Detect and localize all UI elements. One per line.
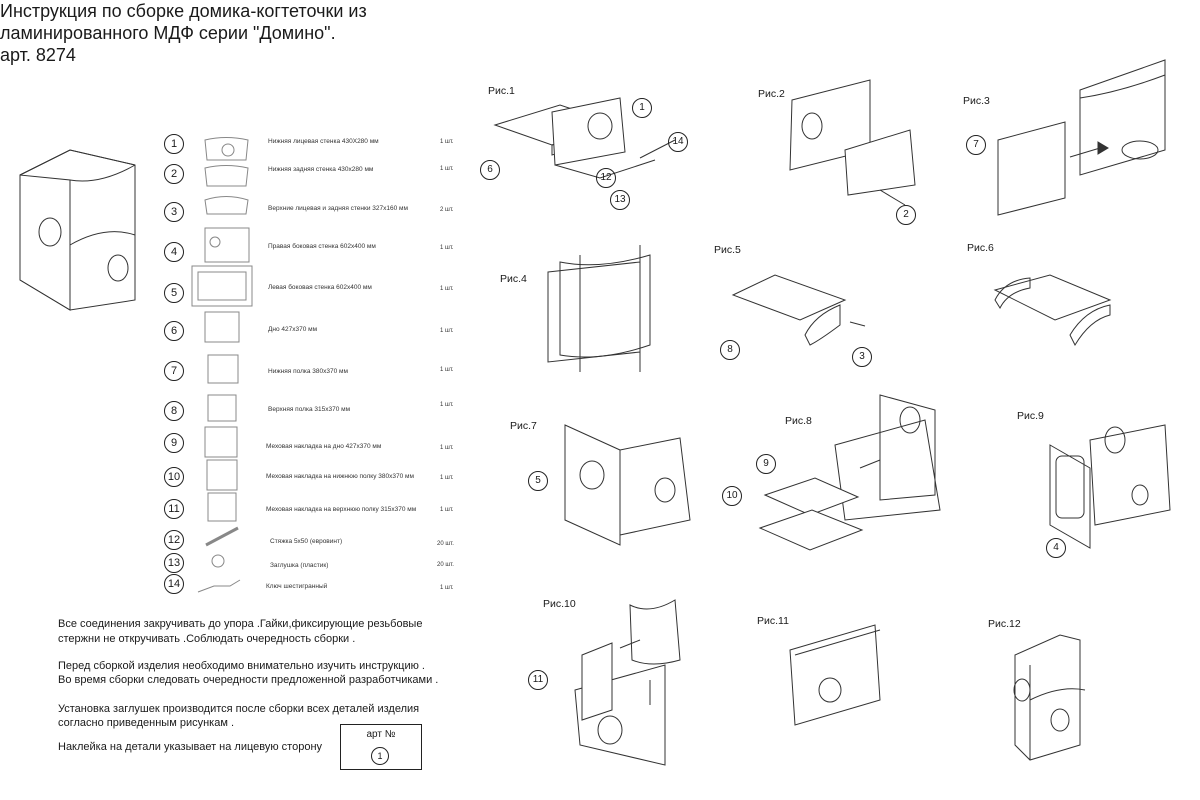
part-description: Меховая накладка на верхнюю полку 315х37… bbox=[266, 506, 417, 513]
part-description: Меховая накладка на нижнюю полку 380х370… bbox=[266, 473, 414, 480]
part-description: Дно 427х370 мм bbox=[268, 326, 318, 333]
part-quantity: 2 шт. bbox=[440, 207, 454, 213]
callout-9: 9 bbox=[756, 454, 776, 474]
callout-5: 5 bbox=[528, 471, 548, 491]
title-line-1: Инструкция по сборке домика-когтеточки и… bbox=[0, 1, 367, 21]
part-number: 14 bbox=[164, 574, 184, 594]
callout-11: 11 bbox=[528, 670, 548, 690]
article-label: арт № bbox=[366, 729, 396, 740]
part-quantity: 1 шт. bbox=[440, 166, 454, 172]
fig5-label: Рис.5 bbox=[714, 244, 741, 256]
callout-2: 2 bbox=[896, 205, 916, 225]
fig3-drawing bbox=[997, 59, 1166, 216]
callout-10: 10 bbox=[722, 486, 742, 506]
fig7-drawing bbox=[564, 424, 691, 546]
part-description: Стяжка 5х50 (евровинт) bbox=[270, 538, 343, 545]
callout-14: 14 bbox=[668, 132, 688, 152]
part-number: 11 bbox=[164, 499, 184, 519]
fig7-label: Рис.7 bbox=[510, 420, 537, 432]
fig11-label: Рис.11 bbox=[757, 615, 789, 627]
note-3-line-1: Установка заглушек производится после сб… bbox=[58, 703, 420, 715]
fig8-label: Рис.8 bbox=[785, 415, 812, 427]
fig1-drawing bbox=[493, 97, 676, 179]
part-number: 13 bbox=[164, 553, 184, 573]
part-number: 5 bbox=[164, 283, 184, 303]
part-description: Ключ шестигранный bbox=[266, 583, 328, 590]
part-description: Верхняя полка 315х370 мм bbox=[268, 406, 351, 413]
callout-7: 7 bbox=[966, 135, 986, 155]
fig9-label: Рис.9 bbox=[1017, 410, 1044, 422]
part-quantity: 20 шт. bbox=[437, 562, 454, 568]
fig10-drawing bbox=[574, 599, 681, 766]
fig6-drawing bbox=[993, 274, 1112, 347]
part-number: 3 bbox=[164, 202, 184, 222]
part-quantity: 1 шт. bbox=[440, 328, 454, 334]
part-description: Меховая накладка на дно 427х370 мм bbox=[266, 443, 382, 450]
fig12-label: Рис.12 bbox=[988, 618, 1021, 630]
fig2-label: Рис.2 bbox=[758, 88, 785, 100]
note-1-line-2: стержни не откручивать .Соблюдать очеред… bbox=[58, 633, 356, 645]
part-quantity: 1 шт. bbox=[440, 286, 454, 292]
part-description: Нижняя задняя стенка 430х280 мм bbox=[268, 166, 374, 173]
part-quantity: 1 шт. bbox=[440, 445, 454, 451]
part-quantity: 1 шт. bbox=[440, 139, 454, 145]
part-quantity: 1 шт. bbox=[440, 367, 454, 373]
part-number: 1 bbox=[164, 134, 184, 154]
callout-12: 12 bbox=[596, 168, 616, 188]
fig8-drawing bbox=[758, 394, 941, 551]
title-line-2: ламинированного МДФ серии "Домино". bbox=[0, 23, 336, 43]
part-number: 2 bbox=[164, 164, 184, 184]
part-quantity: 1 шт. bbox=[440, 245, 454, 251]
fig5-drawing bbox=[731, 274, 866, 346]
callout-4: 4 bbox=[1046, 538, 1066, 558]
fig2-drawing bbox=[789, 79, 916, 206]
part-number: 9 bbox=[164, 433, 184, 453]
part-number: 10 bbox=[164, 467, 184, 487]
fig6-label: Рис.6 bbox=[967, 242, 994, 254]
callout-6: 6 bbox=[480, 160, 500, 180]
fig1-label: Рис.1 bbox=[488, 85, 515, 97]
fig10-label: Рис.10 bbox=[543, 598, 576, 610]
article-number-box: арт № 1 bbox=[340, 724, 422, 770]
part-number: 8 bbox=[164, 401, 184, 421]
part-number: 12 bbox=[164, 530, 184, 550]
part-description: Верхние лицевая и задняя стенки 327х160 … bbox=[268, 205, 408, 212]
document-title: Инструкция по сборке домика-когтеточки и… bbox=[0, 0, 420, 66]
part-quantity: 1 шт. bbox=[440, 585, 454, 591]
part-number: 6 bbox=[164, 321, 184, 341]
callout-8: 8 bbox=[720, 340, 740, 360]
fig11-drawing bbox=[789, 624, 881, 726]
part-quantity: 1 шт. bbox=[440, 402, 454, 408]
fig3-label: Рис.3 bbox=[963, 95, 990, 107]
note-1-line-1: Все соединения закручивать до упора .Гай… bbox=[58, 618, 423, 630]
part-quantity: 20 шт. bbox=[437, 541, 454, 547]
fig4-drawing bbox=[547, 245, 651, 372]
part-description: Заглушка (пластик) bbox=[270, 562, 329, 569]
part-number: 4 bbox=[164, 242, 184, 262]
callout-3: 3 bbox=[852, 347, 872, 367]
note-4: Наклейка на детали указывает на лицевую … bbox=[58, 741, 323, 753]
part-quantity: 1 шт. bbox=[440, 507, 454, 513]
product-overview-drawing bbox=[19, 149, 136, 311]
callout-13: 13 bbox=[610, 190, 630, 210]
part-description: Нижняя лицевая стенка 430Х280 мм bbox=[268, 138, 379, 145]
fig9-drawing bbox=[1049, 424, 1171, 549]
note-2-line-1: Перед сборкой изделия необходимо внимате… bbox=[58, 660, 425, 672]
note-3-line-2: согласно приведенным рисункам . bbox=[58, 717, 235, 729]
part-thumbnails bbox=[191, 137, 253, 593]
part-description: Правая боковая стенка 602х400 мм bbox=[268, 243, 376, 250]
part-quantity: 1 шт. bbox=[440, 475, 454, 481]
part-description: Левая боковая стенка 602х400 мм bbox=[268, 284, 372, 291]
title-line-3: арт. 8274 bbox=[0, 45, 76, 65]
article-number: 1 bbox=[371, 747, 389, 765]
part-number: 7 bbox=[164, 361, 184, 381]
fig12-drawing bbox=[1013, 634, 1086, 761]
note-2-line-2: Во время сборки следовать очередности пр… bbox=[58, 674, 439, 686]
callout-1: 1 bbox=[632, 98, 652, 118]
fig4-label: Рис.4 bbox=[500, 273, 527, 285]
part-description: Нижняя полка 380х370 мм bbox=[268, 368, 348, 375]
